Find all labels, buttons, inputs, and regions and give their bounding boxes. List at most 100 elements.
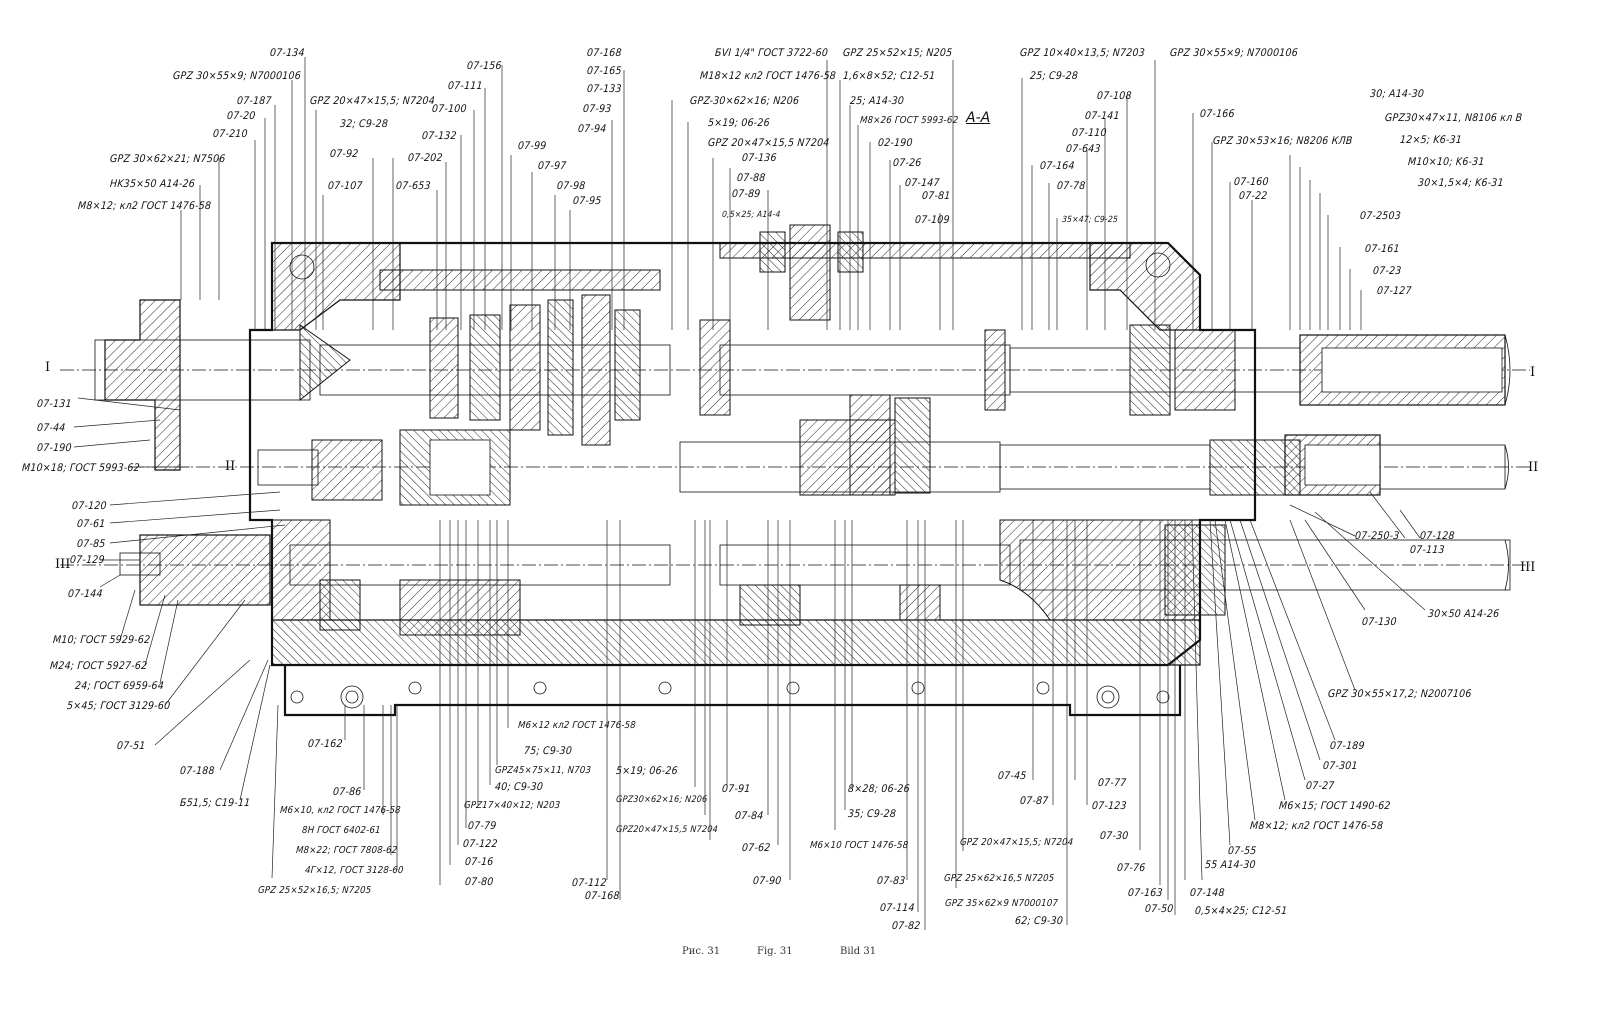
callout-label: 07-114 [879,902,916,914]
callout-label: 07-108 [1096,90,1133,102]
callout-label: 07-79 [467,820,497,832]
callout-label: 07-27 [1305,780,1335,792]
section-mark: A-A [966,110,991,126]
callout-label: 07-163 [1127,887,1164,899]
callout-label: GPZ 25×62×16,5 N7205 [943,873,1055,884]
callout-label: GPZ17×40×12; N203 [463,800,561,811]
callout-label: M6×15; ГОСТ 1490-62 [1278,800,1392,812]
callout-label: GPZ 10×40×13,5; N7203 [1019,47,1146,59]
callout-label: M6×10, кл2 ГОСТ 1476-58 [279,805,402,816]
callout-label: 07-141 [1084,110,1121,122]
callout-label: 07-55 [1227,845,1257,857]
caption-en: Fig. 31 [757,946,793,957]
callout-label: 07-120 [71,500,108,512]
callout-label: 30×1,5×4; K6-31 [1417,177,1505,189]
callout-label: 24; ГОСТ 6959-64 [74,680,165,692]
callout-label: GPZ 30×55×9; N7000106 [172,70,302,82]
callout-label: 07-190 [36,442,73,454]
callout-label: 07-301 [1322,760,1359,772]
callout-label: 07-133 [586,83,623,95]
callout-label: 75; C9-30 [523,745,573,757]
callout-label: 07-90 [752,875,782,887]
callout-label: 07-30 [1099,830,1129,842]
shaft-II-mark-left: II [225,459,236,474]
callout-label: 25; C9-28 [1029,70,1079,82]
callout-label: GPZ 35×62×9 N7000107 [944,898,1059,909]
callout-label: 30; A14-30 [1369,88,1425,100]
shaft-I-mark-right: I [1530,365,1536,380]
callout-label: 07-210 [212,128,249,140]
callout-label: 07-109 [914,214,951,226]
caption-de: Bild 31 [840,946,877,957]
shaft-I-mark-left: I [45,360,51,375]
callout-label: 35×47; C9-25 [1061,215,1119,225]
callout-label: 07-187 [236,95,273,107]
callout-label: GPZ45×75×11, N703 [494,765,592,776]
callout-label: GPZ 20×47×15,5 N7204 [707,137,830,149]
callout-label: 40; C9-30 [494,781,544,793]
callout-label: 07-82 [891,920,921,932]
callout-label: 07-44 [36,422,66,434]
callout-label: 07-202 [407,152,444,164]
callout-label: 07-23 [1372,265,1402,277]
callout-label: 07-93 [582,103,612,115]
callout-label: 5×19; 06-26 [615,765,679,777]
callout-label: 62; C9-30 [1014,915,1064,927]
callout-label: 07-2503 [1359,210,1402,222]
callout-label: M8×22; ГОСТ 7808-62 [295,845,398,856]
callout-label: 5×45; ГОСТ 3129-60 [66,700,171,712]
callout-label: 07-62 [741,842,771,854]
callout-label: M8×12; кл2 ГОСТ 1476-58 [1249,820,1384,832]
callout-label: 32; C9-28 [339,118,389,130]
callout-label: 07-161 [1364,243,1401,255]
callout-label: 07-97 [537,160,567,172]
callout-label: 07-98 [556,180,586,192]
callout-label: 07-83 [876,875,906,887]
callout-label: 07-107 [327,180,364,192]
callout-label: 55 A14-30 [1204,859,1257,871]
callout-label: GPZ 25×52×16,5; N7205 [257,885,372,896]
callout-label: M18×12 кл2 ГОСТ 1476-58 [699,70,837,82]
caption-ru: Рис. 31 [682,946,721,957]
callout-label: 02-190 [877,137,914,149]
callout-label: 07-84 [734,810,764,822]
callout-label: 07-16 [464,856,494,868]
callout-label: GPZ 20×47×15,5; N7204 [959,837,1074,848]
callout-label: 07-165 [586,65,623,77]
callout-label: 07-129 [69,554,106,566]
callout-label: 35; C9-28 [847,808,897,820]
callout-label: Б51,5; C19-11 [179,797,251,809]
callout-label: 07-110 [1071,127,1108,139]
callout-label: 07-168 [586,47,623,59]
callout-label: 07-134 [269,47,306,59]
callout-label: GPZ 30×55×9; N7000106 [1169,47,1299,59]
callout-label: 07-148 [1189,887,1226,899]
callout-label: 8×28; 06-26 [847,783,911,795]
shaft-II [130,419,1530,506]
housing [248,241,1257,717]
callout-label: 07-61 [76,518,106,530]
callout-label: 25; A14-30 [849,95,905,107]
callout-label: 07-147 [904,177,941,189]
callout-label: 07-189 [1329,740,1366,752]
callout-label: 5×19; 06-26 [707,117,771,129]
callout-label: 07-80 [464,876,494,888]
callout-label: 30×50 A14-26 [1427,608,1500,620]
callout-label: 0,5×25; A14-4 [721,210,781,220]
callout-label: 07-643 [1065,143,1102,155]
callout-label: 07-81 [921,190,951,202]
callout-label: 07-88 [736,172,766,184]
shaft-III-mark-right: III [1520,560,1536,575]
callout-label: 07-123 [1091,800,1128,812]
callout-label: 0,5×4×25; C12-51 [1194,905,1288,917]
callout-label: 07-92 [329,148,359,160]
callout-label: 8H ГОСТ 6402-61 [301,825,382,836]
callout-label: 07-144 [67,588,104,600]
leader-lines [73,57,1426,930]
callout-label: 07-653 [395,180,432,192]
callout-label: 07-20 [226,110,256,122]
callout-label: 07-51 [116,740,146,752]
callout-label: 1,6×8×52; C12-51 [842,70,936,82]
callout-label: 07-128 [1419,530,1456,542]
